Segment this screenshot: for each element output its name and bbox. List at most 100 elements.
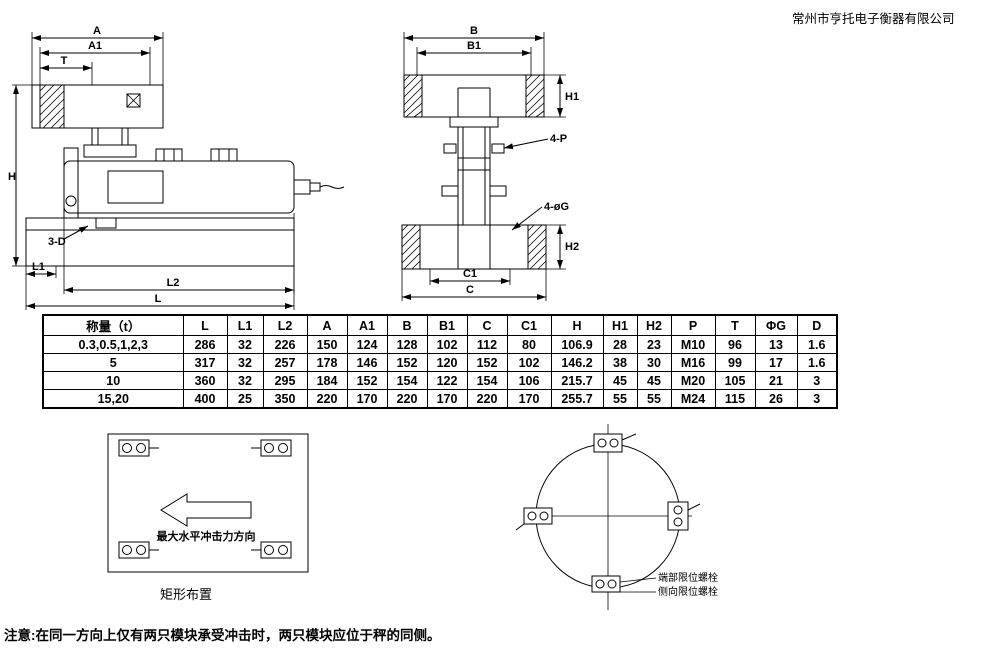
table-cell: 286 [182, 335, 228, 354]
table-cell: 152 [386, 353, 428, 372]
dim-label-C: C [466, 284, 474, 296]
table-cell: 80 [506, 335, 552, 354]
table-cell: 115 [714, 389, 756, 409]
table-cell: 154 [466, 371, 508, 390]
table-cell: 1.6 [796, 353, 838, 372]
table-cell: 170 [506, 389, 552, 409]
table-cell: 32 [226, 371, 264, 390]
dim-label-H2: H2 [565, 241, 579, 253]
front-view-dimensions: A A1 T H 3-D L1 L [8, 25, 295, 310]
col-header: B1 [426, 314, 468, 336]
circle-layout-geometry [515, 424, 701, 610]
table-cell: 1.6 [796, 335, 838, 354]
table-cell: 15,20 [42, 389, 184, 409]
table-cell: 154 [386, 371, 428, 390]
front-view-drawing: A A1 T H 3-D L1 L [8, 25, 345, 310]
table-cell: 152 [466, 353, 508, 372]
table-cell: 220 [306, 389, 348, 409]
table-cell: 226 [262, 335, 308, 354]
col-header: D [796, 314, 838, 336]
table-cell: 26 [754, 389, 798, 409]
table-cell: 215.7 [550, 371, 604, 390]
col-header: 称量（t） [42, 314, 184, 336]
dim-label-C1: C1 [463, 268, 477, 280]
table-cell: 124 [346, 335, 388, 354]
col-header: H [550, 314, 604, 336]
table-cell: 32 [226, 335, 264, 354]
col-header: H1 [602, 314, 638, 336]
table-cell: 400 [182, 389, 228, 409]
table-cell: 146 [346, 353, 388, 372]
table-cell: 150 [306, 335, 348, 354]
col-header: A1 [346, 314, 388, 336]
table-cell: 96 [714, 335, 756, 354]
table-cell: 102 [506, 353, 552, 372]
table-header-row: 称量（t） L L1 L2 A A1 B B1 C C1 H H1 H2 P T… [42, 314, 838, 336]
table-cell: 102 [426, 335, 468, 354]
dim-label-H1: H1 [565, 91, 579, 103]
table-cell: 23 [636, 335, 672, 354]
table-cell: 257 [262, 353, 308, 372]
table-cell: 10 [42, 371, 184, 390]
col-header: B [386, 314, 428, 336]
table-cell: 0.3,0.5,1,2,3 [42, 335, 184, 354]
table-cell: 220 [466, 389, 508, 409]
dim-label-4G: 4-øG [544, 201, 569, 213]
col-header: T [714, 314, 756, 336]
col-header: L1 [226, 314, 264, 336]
table-cell: 32 [226, 353, 264, 372]
table-cell: 170 [346, 389, 388, 409]
dim-label-3D: 3-D [48, 236, 66, 248]
col-header: ΦG [754, 314, 798, 336]
rect-layout-diagram: 最大水平冲击力方向 [107, 433, 309, 573]
side-view-geometry [401, 74, 547, 270]
table-cell: 220 [386, 389, 428, 409]
dim-label-4P: 4-P [550, 133, 567, 145]
table-cell: 152 [346, 371, 388, 390]
table-cell: M10 [670, 335, 716, 354]
dim-label-B1: B1 [467, 40, 481, 52]
end-limit-bolt-label: 端部限位螺栓 [658, 571, 718, 584]
table-cell: 45 [636, 371, 672, 390]
col-header: A [306, 314, 348, 336]
circle-layout-diagram: 端部限位螺栓 侧向限位螺栓 [515, 424, 718, 610]
col-header: H2 [636, 314, 672, 336]
company-name: 常州市亨托电子衡器有限公司 [792, 12, 955, 26]
side-limit-bolt-label: 侧向限位螺栓 [658, 585, 718, 598]
col-header: C1 [506, 314, 552, 336]
table-cell: 3 [796, 371, 838, 390]
dim-label-T: T [61, 55, 68, 67]
table-cell: 45 [602, 371, 638, 390]
table-row: 5 317 32 257 178 146 152 120 152 102 146… [42, 353, 838, 372]
table-cell: 106.9 [550, 335, 604, 354]
dim-label-L2: L2 [167, 277, 180, 289]
col-header: C [466, 314, 508, 336]
col-header: L2 [262, 314, 308, 336]
table-cell: 17 [754, 353, 798, 372]
side-view-drawing: B B1 H1 4-P 4-øG H2 C1 [401, 25, 579, 301]
table-cell: M20 [670, 371, 716, 390]
table-cell: 184 [306, 371, 348, 390]
col-header: P [670, 314, 716, 336]
table-cell: 122 [426, 371, 468, 390]
dim-label-B: B [470, 25, 478, 37]
table-cell: 128 [386, 335, 428, 354]
dim-label-A: A [93, 25, 101, 37]
table-cell: 55 [636, 389, 672, 409]
impact-direction-label: 最大水平冲击力方向 [157, 529, 256, 543]
table-cell: 28 [602, 335, 638, 354]
table-cell: 99 [714, 353, 756, 372]
table-cell: 106 [506, 371, 552, 390]
table-cell: 5 [42, 353, 184, 372]
rect-layout-geometry [107, 433, 309, 573]
table-cell: M16 [670, 353, 716, 372]
impact-direction-arrow [160, 493, 252, 527]
rect-layout-caption: 矩形布置 [160, 587, 213, 602]
table-cell: M24 [670, 389, 716, 409]
table-cell: 120 [426, 353, 468, 372]
col-header: L [182, 314, 228, 336]
table-cell: 350 [262, 389, 308, 409]
table-cell: 295 [262, 371, 308, 390]
table-cell: 317 [182, 353, 228, 372]
